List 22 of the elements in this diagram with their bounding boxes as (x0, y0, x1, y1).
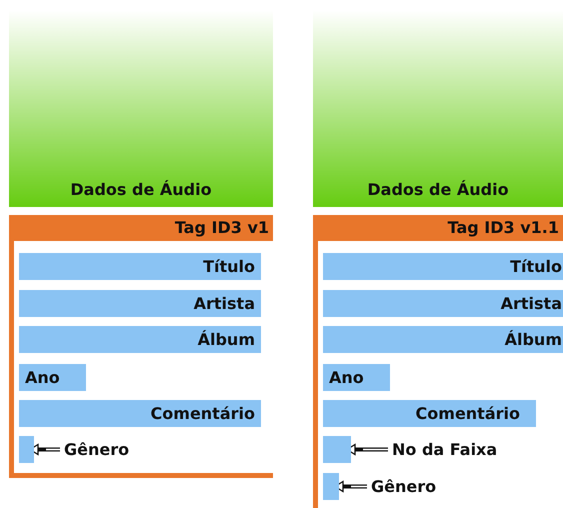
field-bar (19, 436, 34, 463)
tag-field: Ano (19, 364, 86, 391)
tag-field: Álbum (19, 326, 261, 353)
tag-field: Álbum (323, 326, 563, 353)
tag-field: Artista (323, 290, 563, 317)
tag-field: Título (323, 253, 563, 280)
tag-field: Artista (19, 290, 261, 317)
field-label: Gênero (371, 473, 436, 500)
block-title: Dados de Áudio (70, 180, 212, 199)
tag-panel (9, 215, 273, 478)
tag-field: Comentário (19, 400, 261, 427)
field-bar (323, 436, 351, 463)
audio-data-block (9, 10, 273, 207)
block-title: Dados de Áudio (367, 180, 509, 199)
tag-panel (313, 215, 563, 508)
tag-field: Título (19, 253, 261, 280)
audio-data-block (313, 10, 563, 207)
field-label: Gênero (64, 436, 130, 463)
tag-field: Ano (323, 364, 390, 391)
tag-field: Comentário (323, 400, 536, 427)
field-bar (323, 473, 339, 500)
field-label: No da Faixa (392, 436, 498, 463)
